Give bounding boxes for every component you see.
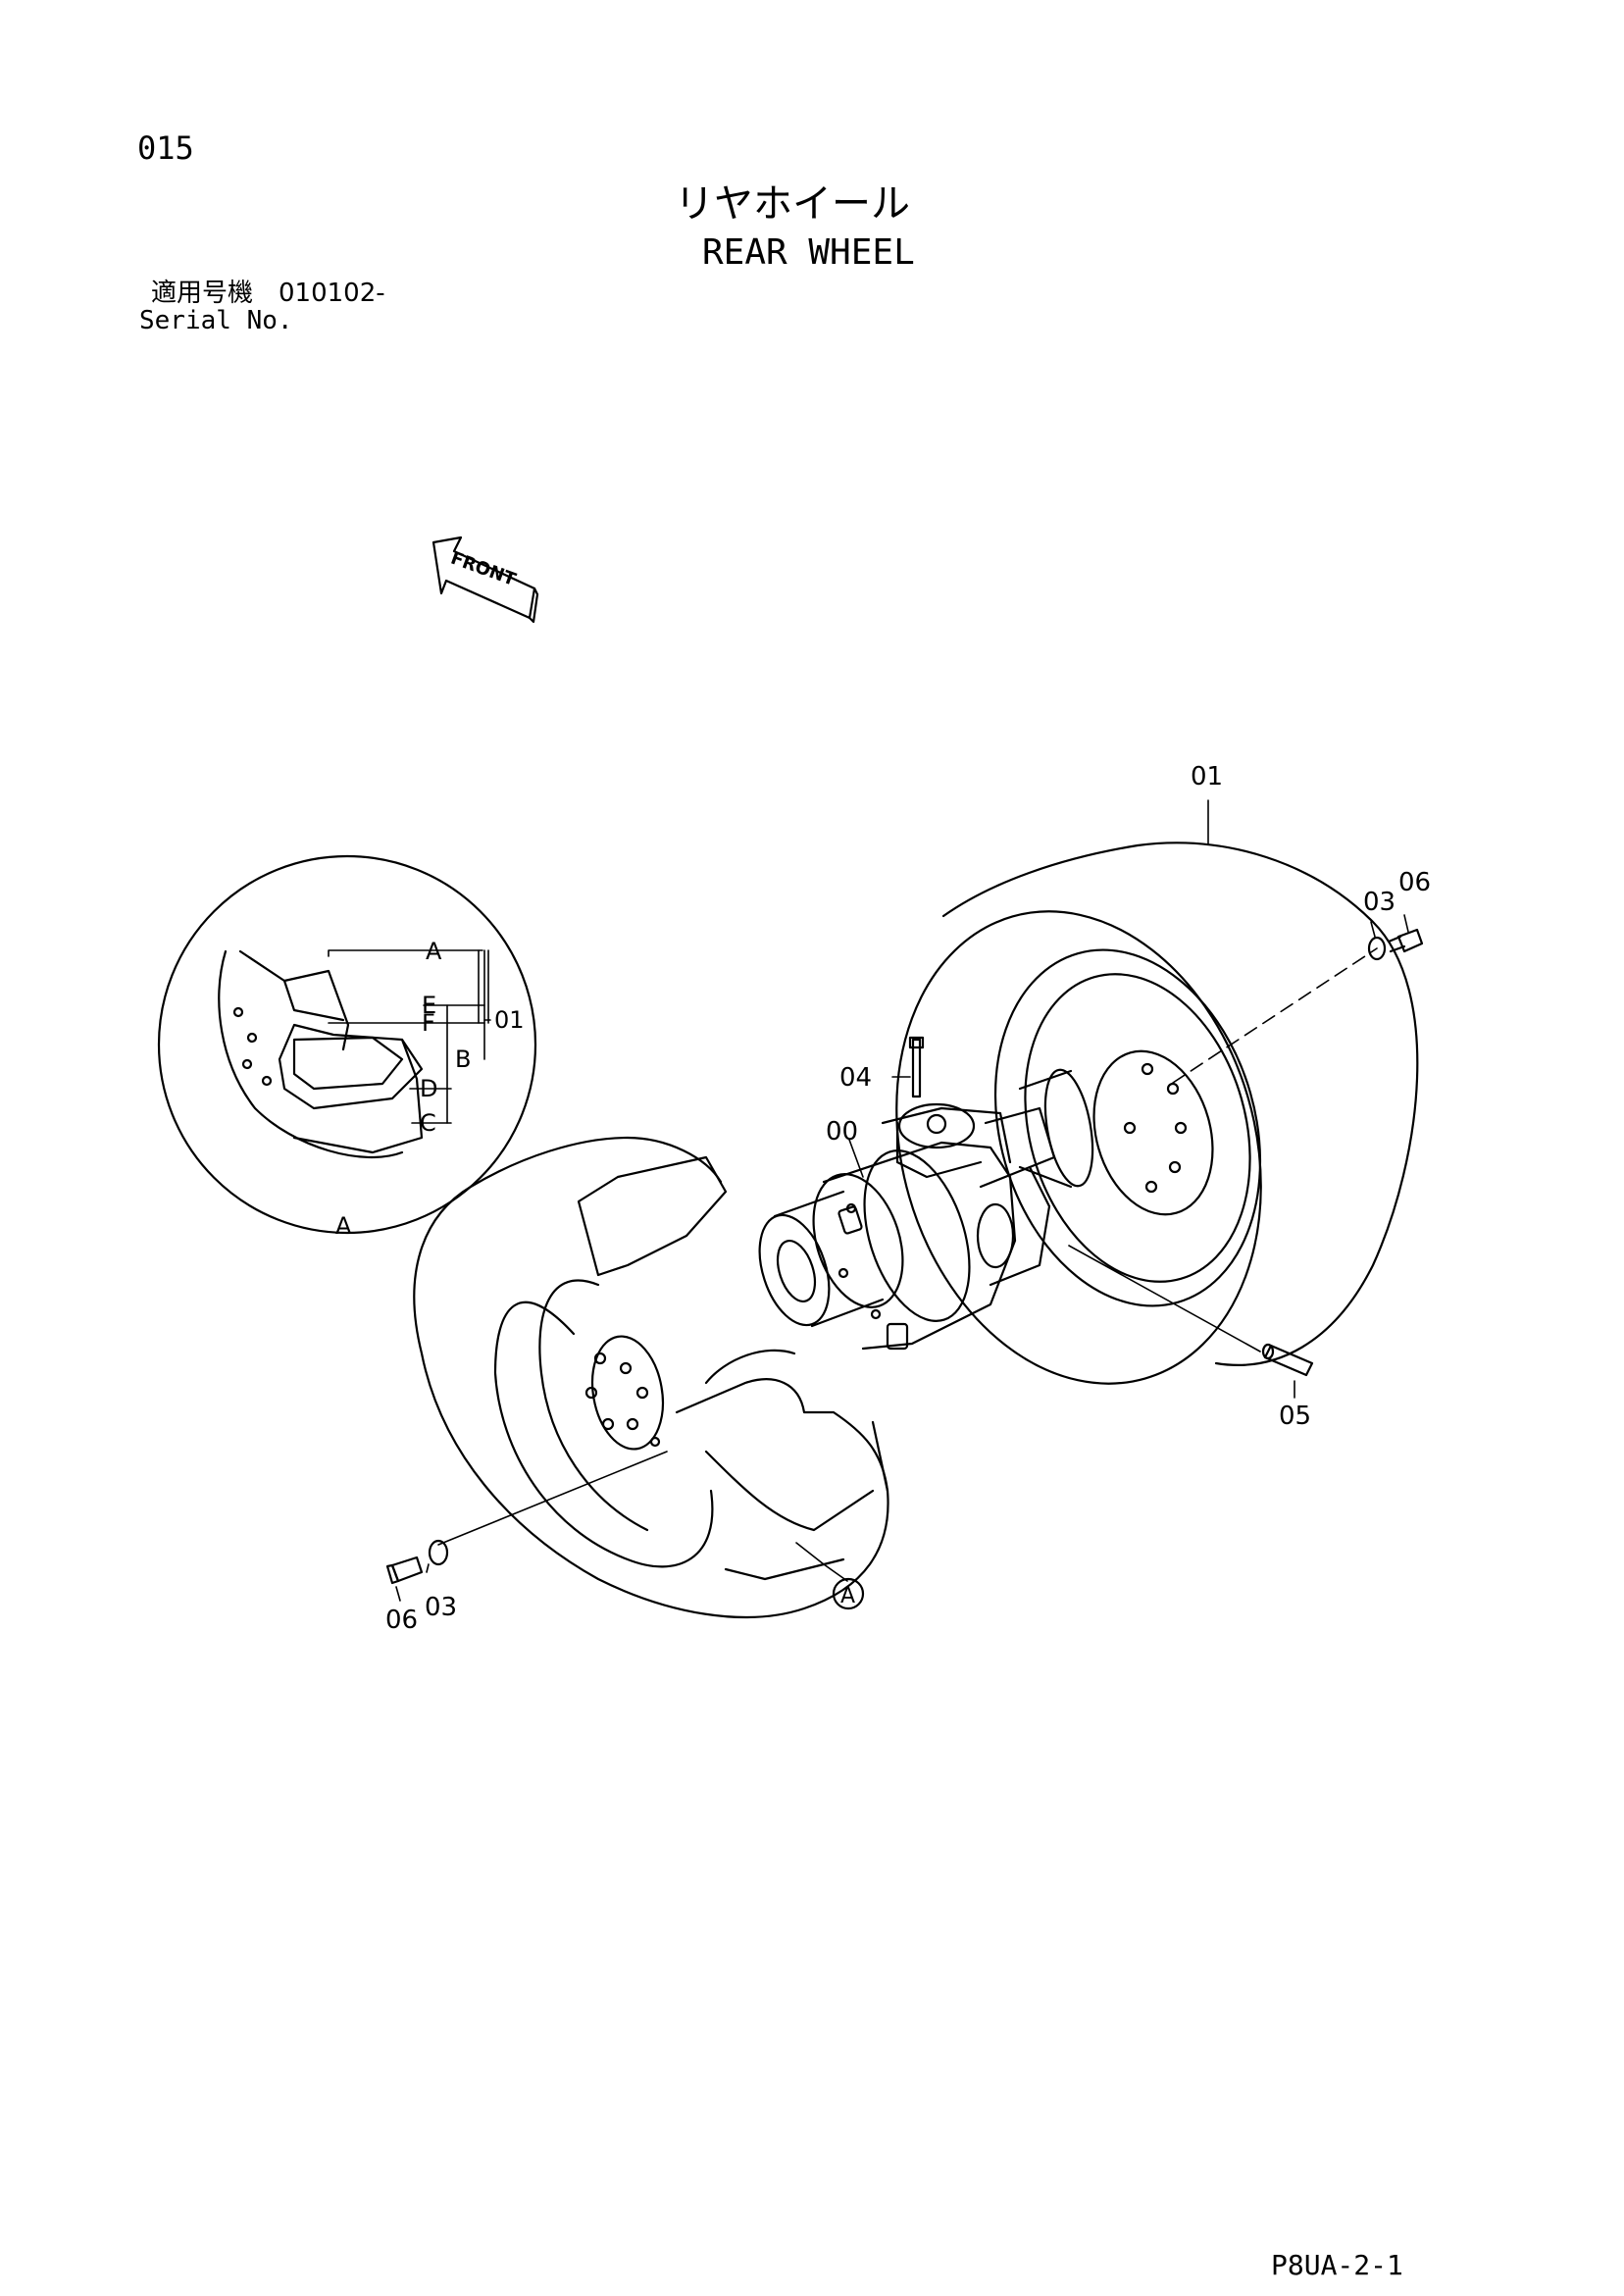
pin-05 bbox=[1261, 1343, 1314, 1377]
detail-label-c: C bbox=[420, 1109, 436, 1137]
bolt-04 bbox=[908, 1036, 925, 1098]
callout-bolt-left: 06 bbox=[385, 1606, 418, 1635]
callout-pin: 05 bbox=[1279, 1402, 1311, 1431]
callout-bolt-right: 06 bbox=[1398, 868, 1431, 897]
detail-label-a-top: A bbox=[426, 938, 442, 965]
leader-lines bbox=[328, 799, 1409, 1602]
page-title: REAR WHEEL bbox=[702, 232, 915, 273]
callout-bolt-top: 04 bbox=[839, 1063, 872, 1093]
callout-washer-left: 03 bbox=[425, 1593, 457, 1622]
callout-detail-ref: A bbox=[840, 1584, 855, 1608]
callout-motor: 00 bbox=[826, 1117, 858, 1147]
serial-label: Serial No. bbox=[139, 306, 293, 335]
front-arrow-icon bbox=[431, 536, 539, 624]
detail-label-b: B bbox=[455, 1046, 471, 1073]
detail-label-e: E bbox=[422, 992, 436, 1019]
detail-label-f: F bbox=[422, 1009, 435, 1037]
callout-washer-right: 03 bbox=[1363, 888, 1396, 917]
page-number: 015 bbox=[137, 129, 194, 167]
hub-flange-right bbox=[1018, 1068, 1094, 1189]
right-wheel bbox=[895, 842, 1419, 1385]
detail-reference-icon bbox=[832, 1577, 865, 1610]
page-title-japanese: リヤホイール bbox=[675, 181, 910, 227]
callout-wheel-right: 01 bbox=[1191, 762, 1223, 791]
detail-label-a-bottom: A bbox=[335, 1212, 352, 1240]
serial-label-japanese: 適用号機 010102- bbox=[151, 279, 385, 308]
wheel-motor bbox=[758, 1102, 1056, 1351]
washer-bolt-left bbox=[385, 1539, 449, 1585]
detail-label-d: D bbox=[420, 1075, 437, 1102]
footer-code: P8UA-2-1 bbox=[1271, 2249, 1403, 2281]
washer-bolt-right bbox=[1367, 928, 1424, 961]
detail-view-circle bbox=[157, 854, 537, 1235]
detail-label-part-01: 01 bbox=[494, 1006, 525, 1034]
left-wheel-cutaway bbox=[413, 1136, 889, 1618]
